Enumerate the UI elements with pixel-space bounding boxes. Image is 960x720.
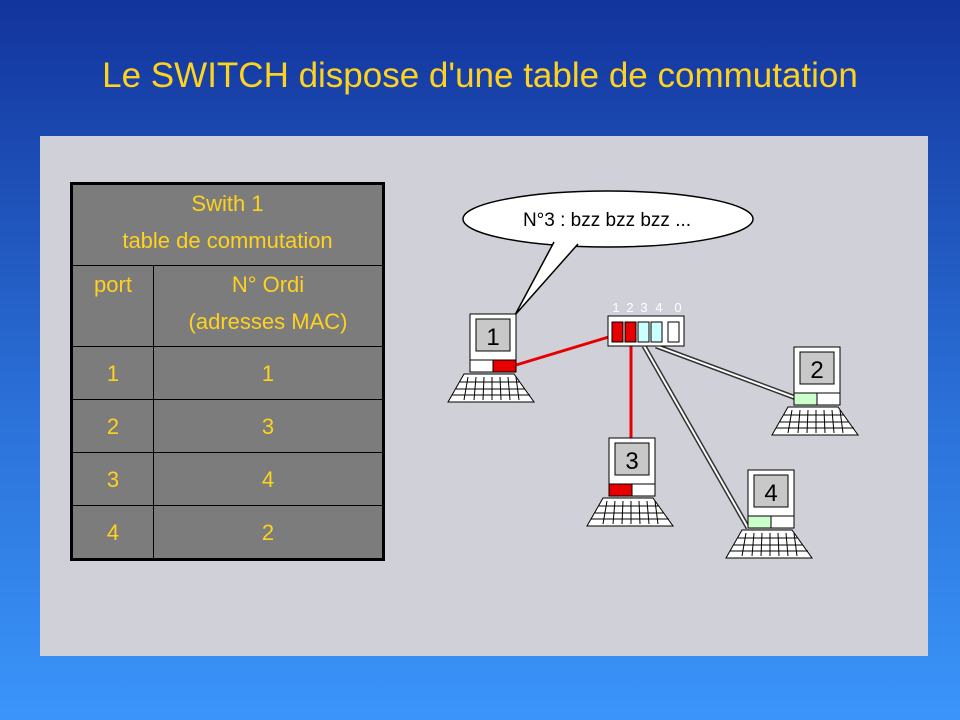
network-card-active <box>608 483 633 497</box>
port-label: 4 <box>655 300 662 315</box>
cable-pc4-inner <box>643 345 749 529</box>
switching-table: Swith 1 table de commutation port N° Ord… <box>70 182 385 561</box>
network-card-idle <box>793 392 818 406</box>
computer-number: 4 <box>764 480 777 507</box>
table-row: 4 2 <box>71 505 384 560</box>
port-label: 3 <box>640 300 647 315</box>
speech-text: N°3 : bzz bzz bzz ... <box>523 210 691 231</box>
switch: 1 2 3 4 0 <box>607 300 685 347</box>
header-ordi-line1: N° Ordi <box>231 272 305 297</box>
network-card-active <box>492 359 517 373</box>
switch-port-3 <box>637 321 650 343</box>
cell-port: 2 <box>71 399 154 453</box>
switch-port-2 <box>624 321 637 343</box>
switch-port-0 <box>667 321 680 343</box>
table-caption-line1: Swith 1 <box>191 191 264 216</box>
cell-ordi: 3 <box>153 399 384 453</box>
table-row: 3 4 <box>71 452 384 506</box>
computer-number: 2 <box>810 357 823 384</box>
slide-title: Le SWITCH dispose d'une table de commuta… <box>102 56 858 95</box>
cell-port: 3 <box>71 452 154 506</box>
computer-1: 1 <box>447 313 535 403</box>
cell-ordi: 1 <box>153 346 384 400</box>
computer-3: 3 <box>586 437 674 527</box>
header-ordi-line2: (adresses MAC) <box>188 309 348 334</box>
cable-pc1 <box>515 334 613 367</box>
table-row: 1 1 <box>71 346 384 400</box>
port-label: 1 <box>612 300 619 315</box>
header-port: port <box>71 265 154 347</box>
network-card-idle <box>747 515 772 529</box>
cell-port: 4 <box>71 505 154 560</box>
switch-port-1 <box>611 321 624 343</box>
table-row: 2 3 <box>71 399 384 453</box>
computer-number: 3 <box>625 448 638 475</box>
computer-4: 4 <box>725 469 813 559</box>
cell-ordi: 4 <box>153 452 384 506</box>
cables <box>515 334 797 530</box>
computer-2: 2 <box>771 346 859 436</box>
switch-port-4 <box>650 321 663 343</box>
port-label: 0 <box>674 300 681 315</box>
cable-pc2-inner <box>655 345 797 399</box>
cell-ordi: 2 <box>153 505 384 560</box>
speech-bubble: N°3 : bzz bzz bzz ... <box>462 190 754 316</box>
computer-number: 1 <box>486 324 499 351</box>
table-caption-line2: table de commutation <box>122 228 333 253</box>
port-label: 2 <box>626 300 633 315</box>
